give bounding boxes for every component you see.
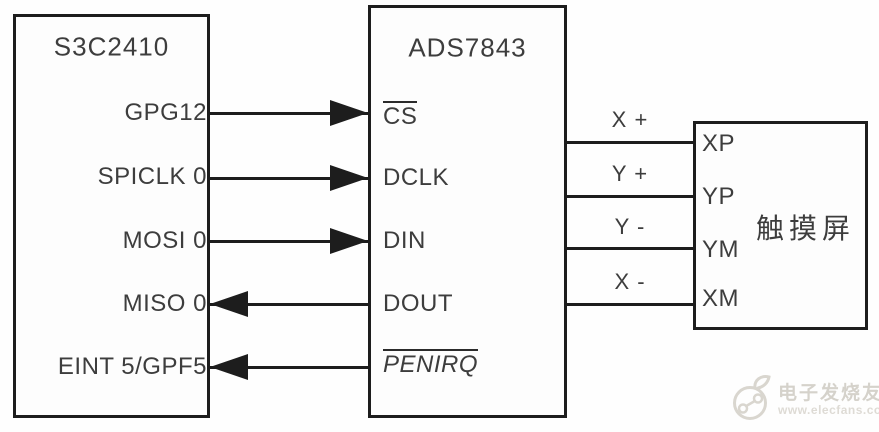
arrow-line-penirq-eint5 — [210, 366, 368, 369]
pin-label-penirq: PENIRQ — [383, 349, 479, 379]
watermark-url: www.elecfans.com — [778, 402, 879, 417]
pin-label-eint5-gpf5: EINT 5/GPF5 — [57, 353, 207, 380]
arrow-line-spiclk-dclk — [210, 177, 368, 180]
pin-label-dclk: DCLK — [383, 164, 450, 191]
wire-xminus-xm — [567, 303, 693, 306]
s3c2410-title: S3C2410 — [53, 31, 170, 62]
arrow-line-gpg12-cs — [210, 112, 368, 115]
watermark-text-column: 电子发烧友 www.elecfans.com — [778, 382, 879, 417]
wire-xplus-xp — [567, 141, 693, 144]
block-touchscreen — [693, 121, 868, 330]
touchscreen-title: 触摸屏 — [756, 213, 856, 244]
watermark-brand: 电子发烧友 — [778, 382, 879, 404]
arrow-line-mosi-din — [210, 240, 368, 243]
pin-label-spiclk0: SPICLK 0 — [97, 163, 207, 190]
wire-yplus-yp — [567, 195, 693, 198]
pin-label-dout: DOUT — [383, 290, 453, 317]
arrowhead-right-icon — [330, 100, 368, 126]
cs-overline-text: CS — [383, 101, 418, 130]
chip-block-s3c2410 — [13, 14, 210, 418]
arrow-line-dout-miso — [210, 303, 368, 306]
pin-label-mosi0: MOSI 0 — [122, 227, 207, 254]
elecfans-watermark: 电子发烧友 www.elecfans.com — [731, 374, 879, 426]
penirq-overline-text: PENIRQ — [383, 349, 479, 378]
pin-label-xp: XP — [702, 130, 736, 157]
pin-label-gpg12: GPG12 — [124, 99, 207, 126]
pin-label-ym: YM — [702, 236, 739, 263]
wire-label-xminus: X - — [614, 269, 646, 294]
ads7843-title: ADS7843 — [408, 32, 527, 63]
wire-label-yminus: Y - — [614, 214, 646, 239]
arrowhead-left-icon — [210, 354, 248, 380]
wire-label-xplus: X + — [611, 107, 649, 132]
elecfans-logo-icon — [733, 375, 771, 420]
pin-label-miso0: MISO 0 — [122, 290, 207, 317]
arrowhead-left-icon — [210, 291, 248, 317]
pin-label-din: DIN — [383, 227, 426, 254]
wire-yminus-ym — [567, 247, 693, 250]
pin-label-cs: CS — [383, 101, 418, 131]
pin-label-xm: XM — [702, 285, 739, 312]
arrowhead-right-icon — [330, 228, 368, 254]
arrowhead-right-icon — [330, 165, 368, 191]
wire-label-yplus: Y + — [611, 161, 649, 186]
pin-label-yp: YP — [702, 183, 736, 210]
